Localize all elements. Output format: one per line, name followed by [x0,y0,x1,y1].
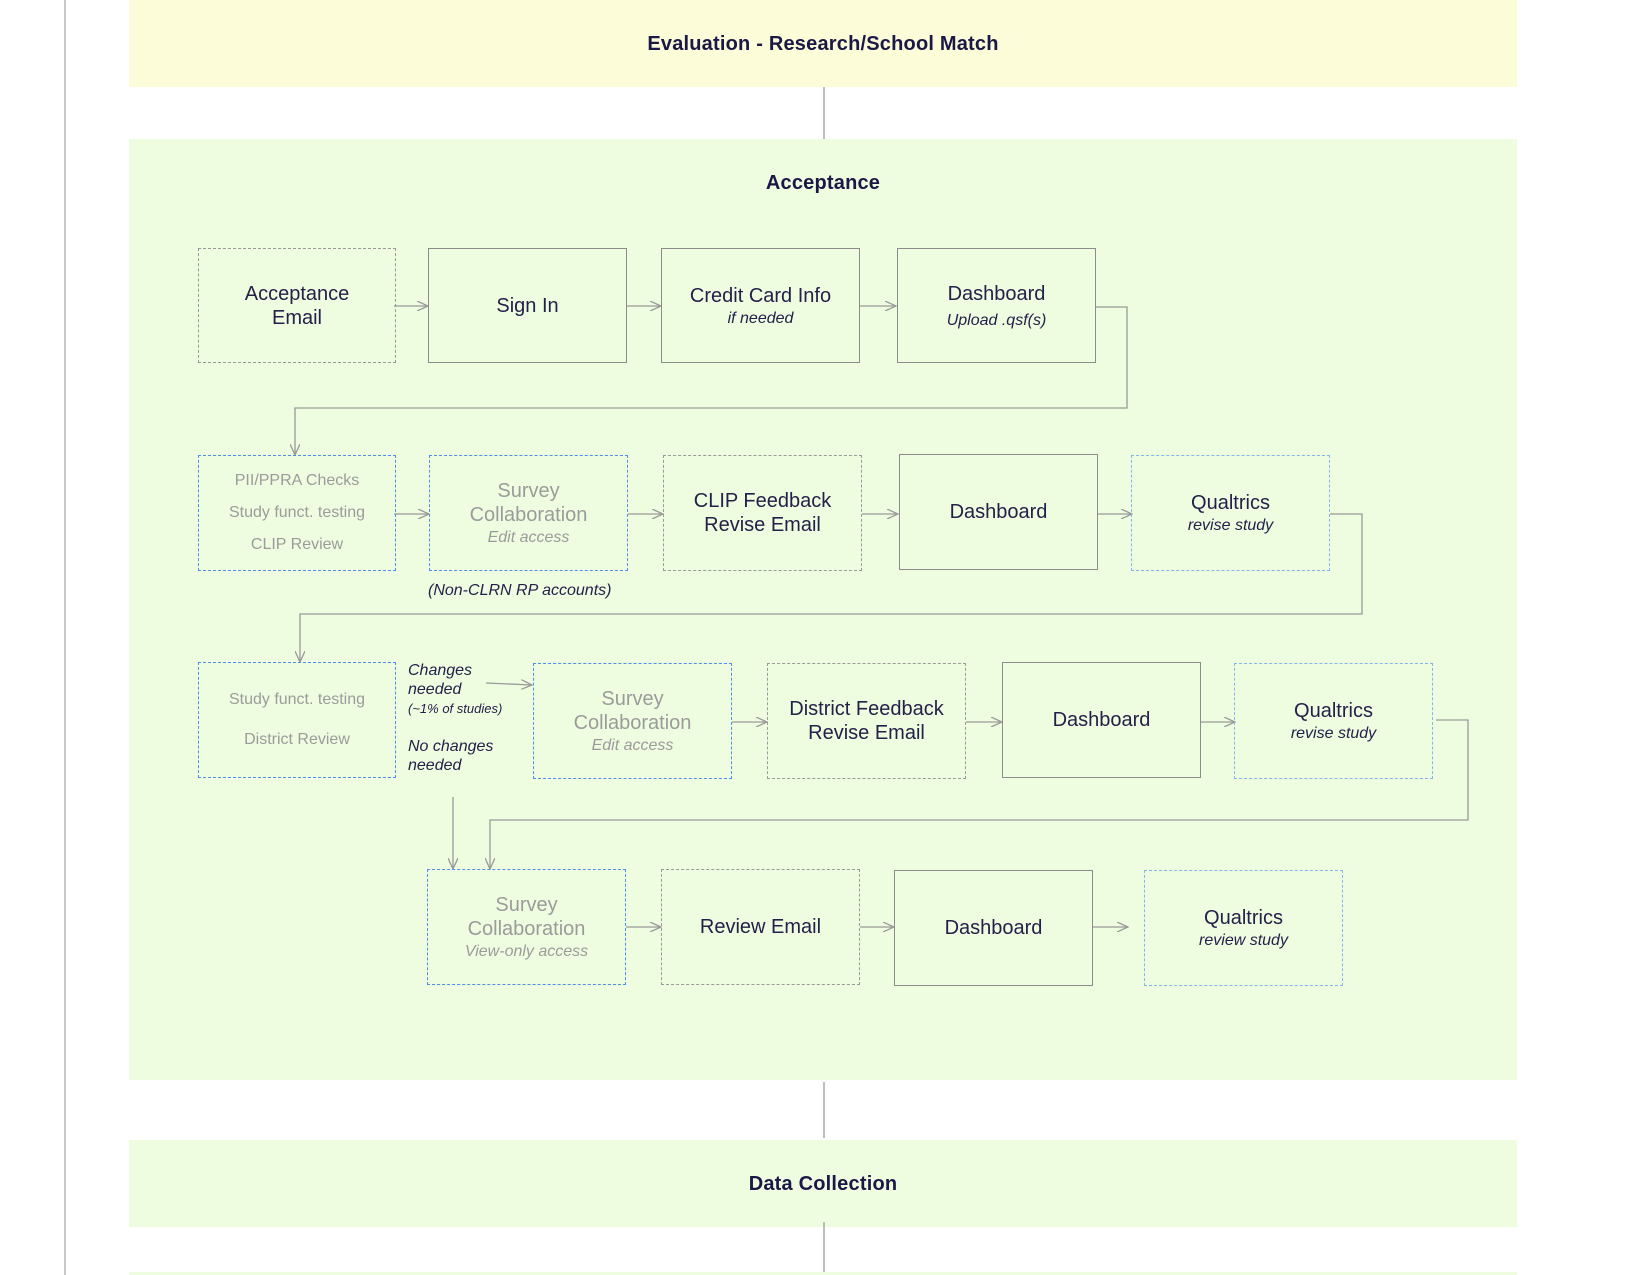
dashboard-label-4: Dashboard [944,917,1043,939]
row2-to-row3-arrow [300,513,1363,662]
survey-collaboration-label-2: Survey Collaboration [573,688,692,734]
qualtrics-label-3: Qualtrics [1204,907,1283,929]
non-clrn-accounts-note: (Non-CLRN RP accounts) [428,582,612,599]
acceptance-email-label: Acceptance Email [244,282,350,329]
dashboard-label-3: Dashboard [1052,709,1151,731]
changes-needed-note: Changes needed (~1% of studies) [408,661,523,718]
review-email-node: Review Email [661,869,860,985]
changes-percent-label: (~1% of studies) [408,701,503,716]
survey-collaboration-node-1: Survey Collaboration Edit access [429,455,628,571]
district-review-node: Study funct. testing District Review [198,662,396,778]
clip-feedback-label: CLIP Feedback Revise Email [693,490,832,536]
dashboard-sublabel-1: Upload .qsf(s) [946,311,1047,329]
next-band-edge [129,1272,1517,1275]
dashboard-node-3: Dashboard [1002,662,1201,778]
checks-label-1: PII/PPRA Checks [234,472,360,489]
dashboard-label-1: Dashboard [947,282,1046,305]
sign-in-node: Sign In [428,248,627,363]
row1-to-row2-arrow [295,306,1128,455]
credit-card-sublabel: if needed [727,309,794,327]
checks-label-3: CLIP Review [250,536,344,553]
acceptance-band: Acceptance [129,139,1517,1080]
left-border-line [64,0,66,1275]
qualtrics-sublabel-1: revise study [1187,517,1274,534]
checks-label-2: Study funct. testing [228,504,366,521]
clip-feedback-node: CLIP Feedback Revise Email [663,455,862,571]
qualtrics-node-2: Qualtrics revise study [1234,663,1433,779]
survey-collaboration-sublabel-1: Edit access [487,529,570,546]
qualtrics-label-2: Qualtrics [1294,700,1373,722]
qualtrics-node-3: Qualtrics review study [1144,870,1343,986]
data-collection-band: Data Collection [129,1140,1517,1227]
district-feedback-label: District Feedback Revise Email [789,698,944,744]
dashboard-node-4: Dashboard [894,870,1093,986]
survey-collaboration-node-3: Survey Collaboration View-only access [427,869,626,985]
survey-collaboration-node-2: Survey Collaboration Edit access [533,663,732,779]
credit-card-label: Credit Card Info [689,284,832,307]
survey-collaboration-label-1: Survey Collaboration [469,480,588,526]
acceptance-email-node: Acceptance Email [198,248,396,363]
acceptance-band-title: Acceptance [765,172,881,194]
changes-needed-label: Changes needed [408,662,473,698]
sign-in-label: Sign In [496,294,559,317]
qualtrics-sublabel-3: review study [1199,932,1288,949]
qualtrics-sublabel-2: revise study [1290,725,1377,742]
dashboard-node-2: Dashboard [899,454,1098,570]
dashboard-node-1: Dashboard Upload .qsf(s) [897,248,1096,363]
survey-collaboration-label-3: Survey Collaboration [467,894,586,940]
survey-collaboration-sublabel-2: Edit access [591,737,674,754]
checks-node: PII/PPRA Checks Study funct. testing CLI… [198,455,396,571]
district-review-label-1: Study funct. testing [228,691,366,708]
qualtrics-label-1: Qualtrics [1191,492,1270,514]
qualtrics-node-1: Qualtrics revise study [1131,455,1330,571]
evaluation-band: Evaluation - Research/School Match [129,0,1517,87]
review-email-label: Review Email [699,916,822,938]
data-collection-band-title: Data Collection [748,1173,898,1195]
dashboard-label-2: Dashboard [949,501,1048,523]
district-review-label-2: District Review [244,731,350,748]
survey-collaboration-sublabel-3: View-only access [464,943,589,960]
row3-to-row4-arrow [490,719,1469,869]
credit-card-node: Credit Card Info if needed [661,248,860,363]
changes-needed-arrow [485,683,532,685]
evaluation-band-title: Evaluation - Research/School Match [647,33,999,55]
no-changes-note: No changes needed [408,738,494,774]
district-feedback-node: District Feedback Revise Email [767,663,966,779]
